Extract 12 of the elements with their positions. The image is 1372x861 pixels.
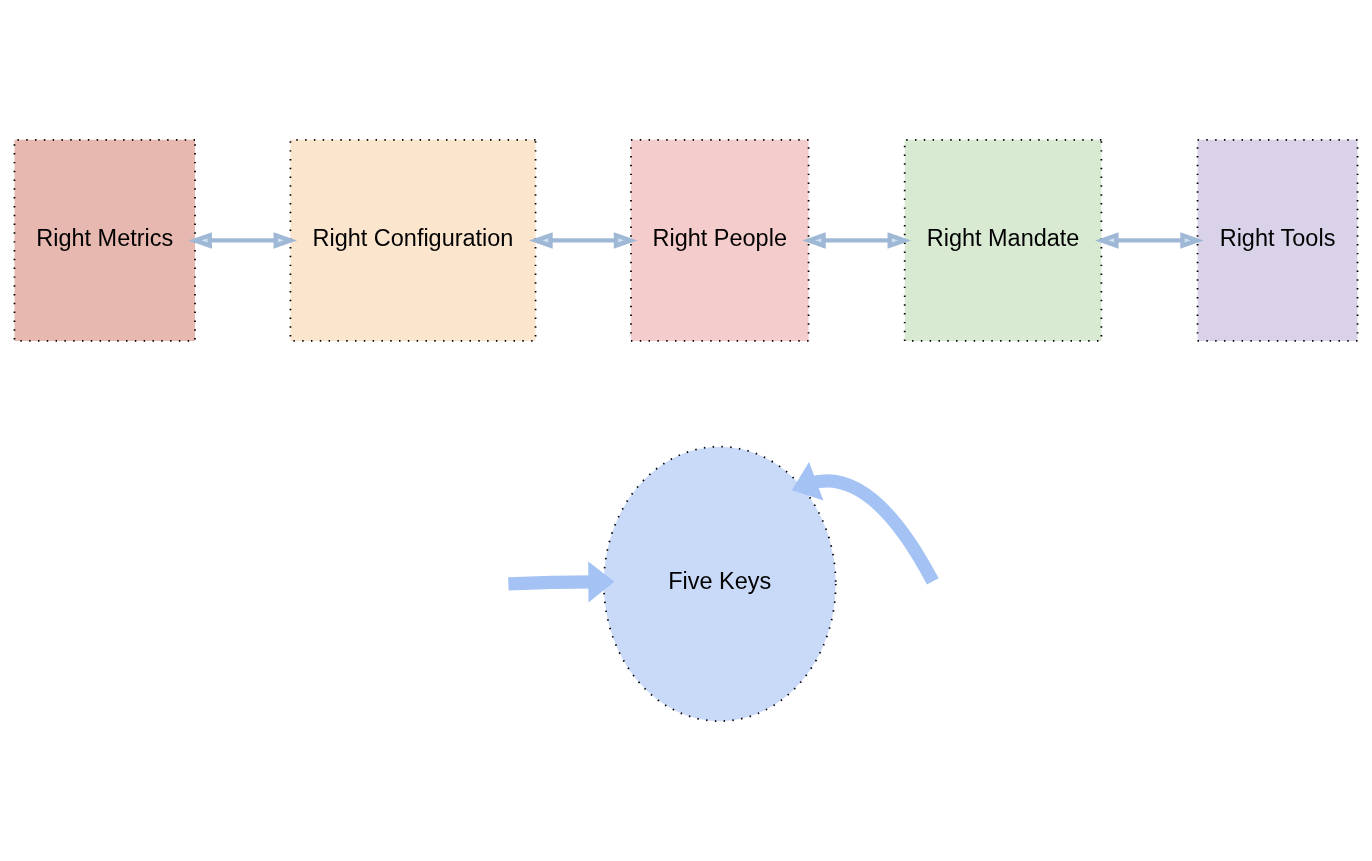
arrow (802, 232, 912, 249)
arrow (508, 561, 615, 603)
node-box: Right People (630, 139, 810, 342)
node-box: Right Mandate (903, 139, 1103, 342)
arrow (188, 232, 298, 249)
arrow (791, 462, 939, 585)
node-box: Right Configuration (289, 139, 537, 342)
node-box: Right Tools (1196, 139, 1359, 342)
node-ellipse: Five Keys (602, 445, 837, 722)
node-box: Right Metrics (13, 139, 196, 342)
arrow (529, 232, 638, 249)
arrow (1095, 232, 1204, 249)
